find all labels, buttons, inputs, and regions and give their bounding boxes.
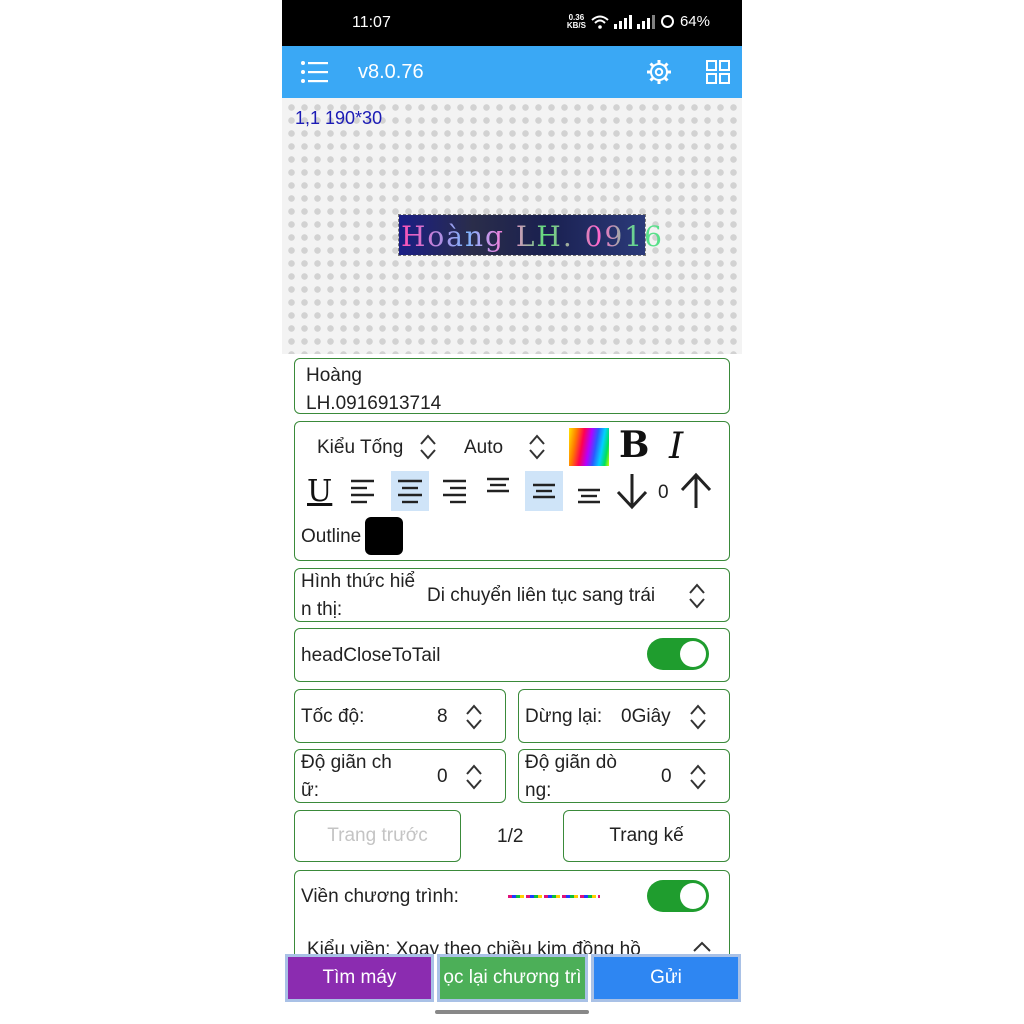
align-center-button[interactable] (391, 471, 429, 511)
char-spacing-panel[interactable]: Độ giãn ch ữ: 0 (294, 749, 506, 803)
menu-icon[interactable] (300, 60, 328, 84)
font-style-select[interactable]: Kiểu Tống (317, 437, 404, 458)
chevron-up-icon[interactable] (692, 939, 712, 953)
gear-icon[interactable] (646, 59, 672, 85)
outline-label: Outline (301, 526, 362, 547)
signal-icon (613, 14, 632, 29)
network-speed-unit: KB/S (566, 20, 586, 30)
align-center-icon (398, 479, 422, 504)
head-close-toggle[interactable] (647, 638, 709, 670)
text-input-line1: Hoàng (306, 365, 362, 386)
font-size-select[interactable]: Auto (464, 437, 504, 458)
app-bar: v8.0.76 (282, 46, 742, 98)
arrow-up-icon[interactable] (679, 472, 713, 510)
battery-percent: 64% (679, 13, 710, 30)
display-mode-panel[interactable]: Hình thức hiể n thị: Di chuyển liên tục … (294, 568, 730, 622)
italic-button[interactable]: I (669, 426, 684, 467)
wifi-icon (591, 15, 609, 29)
app-version: v8.0.76 (358, 61, 424, 83)
char-spacing-label-1: Độ giãn ch (301, 752, 392, 773)
line-spacing-value: 0 (661, 766, 672, 787)
signal-icon-2 (636, 14, 655, 29)
network-speed: 0.36 KB/S (566, 12, 586, 30)
status-icons: 0.36 KB/S 64% (567, 13, 710, 30)
send-button[interactable]: Gửi (591, 954, 741, 1002)
network-speed-value: 0.36 (568, 12, 585, 22)
prev-page-button[interactable]: Trang trước (294, 810, 461, 862)
pause-label: Dừng lại: (525, 706, 603, 727)
head-close-panel: headCloseToTail (294, 628, 730, 682)
align-right-icon[interactable] (441, 475, 467, 507)
line-spacing-label-2: ng: (525, 780, 552, 801)
font-style-updown-icon[interactable] (419, 433, 437, 461)
grid-icon[interactable] (706, 60, 730, 84)
display-mode-label-1: Hình thức hiể (301, 571, 416, 592)
pause-value: 0Giây (621, 706, 671, 727)
head-close-label: headCloseToTail (301, 645, 441, 666)
text-input[interactable]: Hoàng LH.0916913714 (294, 358, 730, 414)
char-spacing-label-2: ữ: (301, 780, 319, 801)
valign-middle-icon (533, 483, 555, 499)
speed-label: Tốc độ: (301, 706, 365, 727)
next-page-button[interactable]: Trang kế (563, 810, 730, 862)
valign-middle-button[interactable] (525, 471, 563, 511)
pause-panel[interactable]: Dừng lại: 0Giây (518, 689, 730, 743)
speed-updown-icon[interactable] (465, 703, 483, 731)
program-border-label: Viền chương trình: (301, 886, 459, 907)
led-text: Hoàng LH. 0916 (401, 220, 664, 253)
reread-program-button[interactable]: ọc lại chương trì (437, 954, 588, 1002)
format-panel: Kiểu Tống Auto B I U (294, 421, 730, 561)
home-indicator[interactable] (435, 1010, 589, 1014)
text-input-line2: LH.0916913714 (306, 393, 442, 414)
line-spacing-updown-icon[interactable] (689, 763, 707, 791)
char-spacing-updown-icon[interactable] (465, 763, 483, 791)
led-preview[interactable]: 1,1 190*30 Hoàng LH. 0916 (282, 98, 742, 354)
border-style-preview (508, 895, 600, 898)
status-bar: 11:07 0.36 KB/S 64% (282, 0, 742, 46)
pause-updown-icon[interactable] (689, 703, 707, 731)
page-indicator: 1/2 (497, 826, 524, 847)
display-mode-value[interactable]: Di chuyển liên tục sang trái (427, 585, 656, 606)
char-spacing-value: 0 (437, 766, 448, 787)
speed-panel[interactable]: Tốc độ: 8 (294, 689, 506, 743)
line-spacing-label-1: Độ giãn dò (525, 752, 617, 773)
display-mode-updown-icon[interactable] (688, 582, 706, 610)
valign-top-icon[interactable] (486, 477, 510, 501)
arrow-down-icon[interactable] (615, 472, 649, 510)
line-spacing-panel[interactable]: Độ giãn dò ng: 0 (518, 749, 730, 803)
led-program-box[interactable]: Hoàng LH. 0916 (398, 214, 662, 256)
preview-coords: 1,1 190*30 (295, 108, 383, 128)
text-color-icon[interactable] (569, 428, 609, 466)
status-time: 11:07 (352, 14, 391, 31)
underline-button[interactable]: U (307, 474, 333, 509)
offset-value: 0 (658, 482, 669, 503)
font-size-updown-icon[interactable] (528, 433, 546, 461)
bold-button[interactable]: B (619, 424, 650, 466)
outline-color-swatch[interactable] (365, 517, 403, 555)
speed-value: 8 (437, 706, 448, 727)
battery-ring-icon (660, 15, 674, 28)
bottom-action-bar: Tìm máy ọc lại chương trì Gửi (282, 954, 742, 1002)
valign-bottom-icon[interactable] (577, 486, 601, 506)
phone-screen: 11:07 0.36 KB/S 64% (282, 0, 742, 1024)
display-mode-label-2: n thị: (301, 599, 343, 620)
find-device-button[interactable]: Tìm máy (285, 954, 434, 1002)
program-border-toggle[interactable] (647, 880, 709, 912)
align-left-icon[interactable] (350, 475, 376, 507)
